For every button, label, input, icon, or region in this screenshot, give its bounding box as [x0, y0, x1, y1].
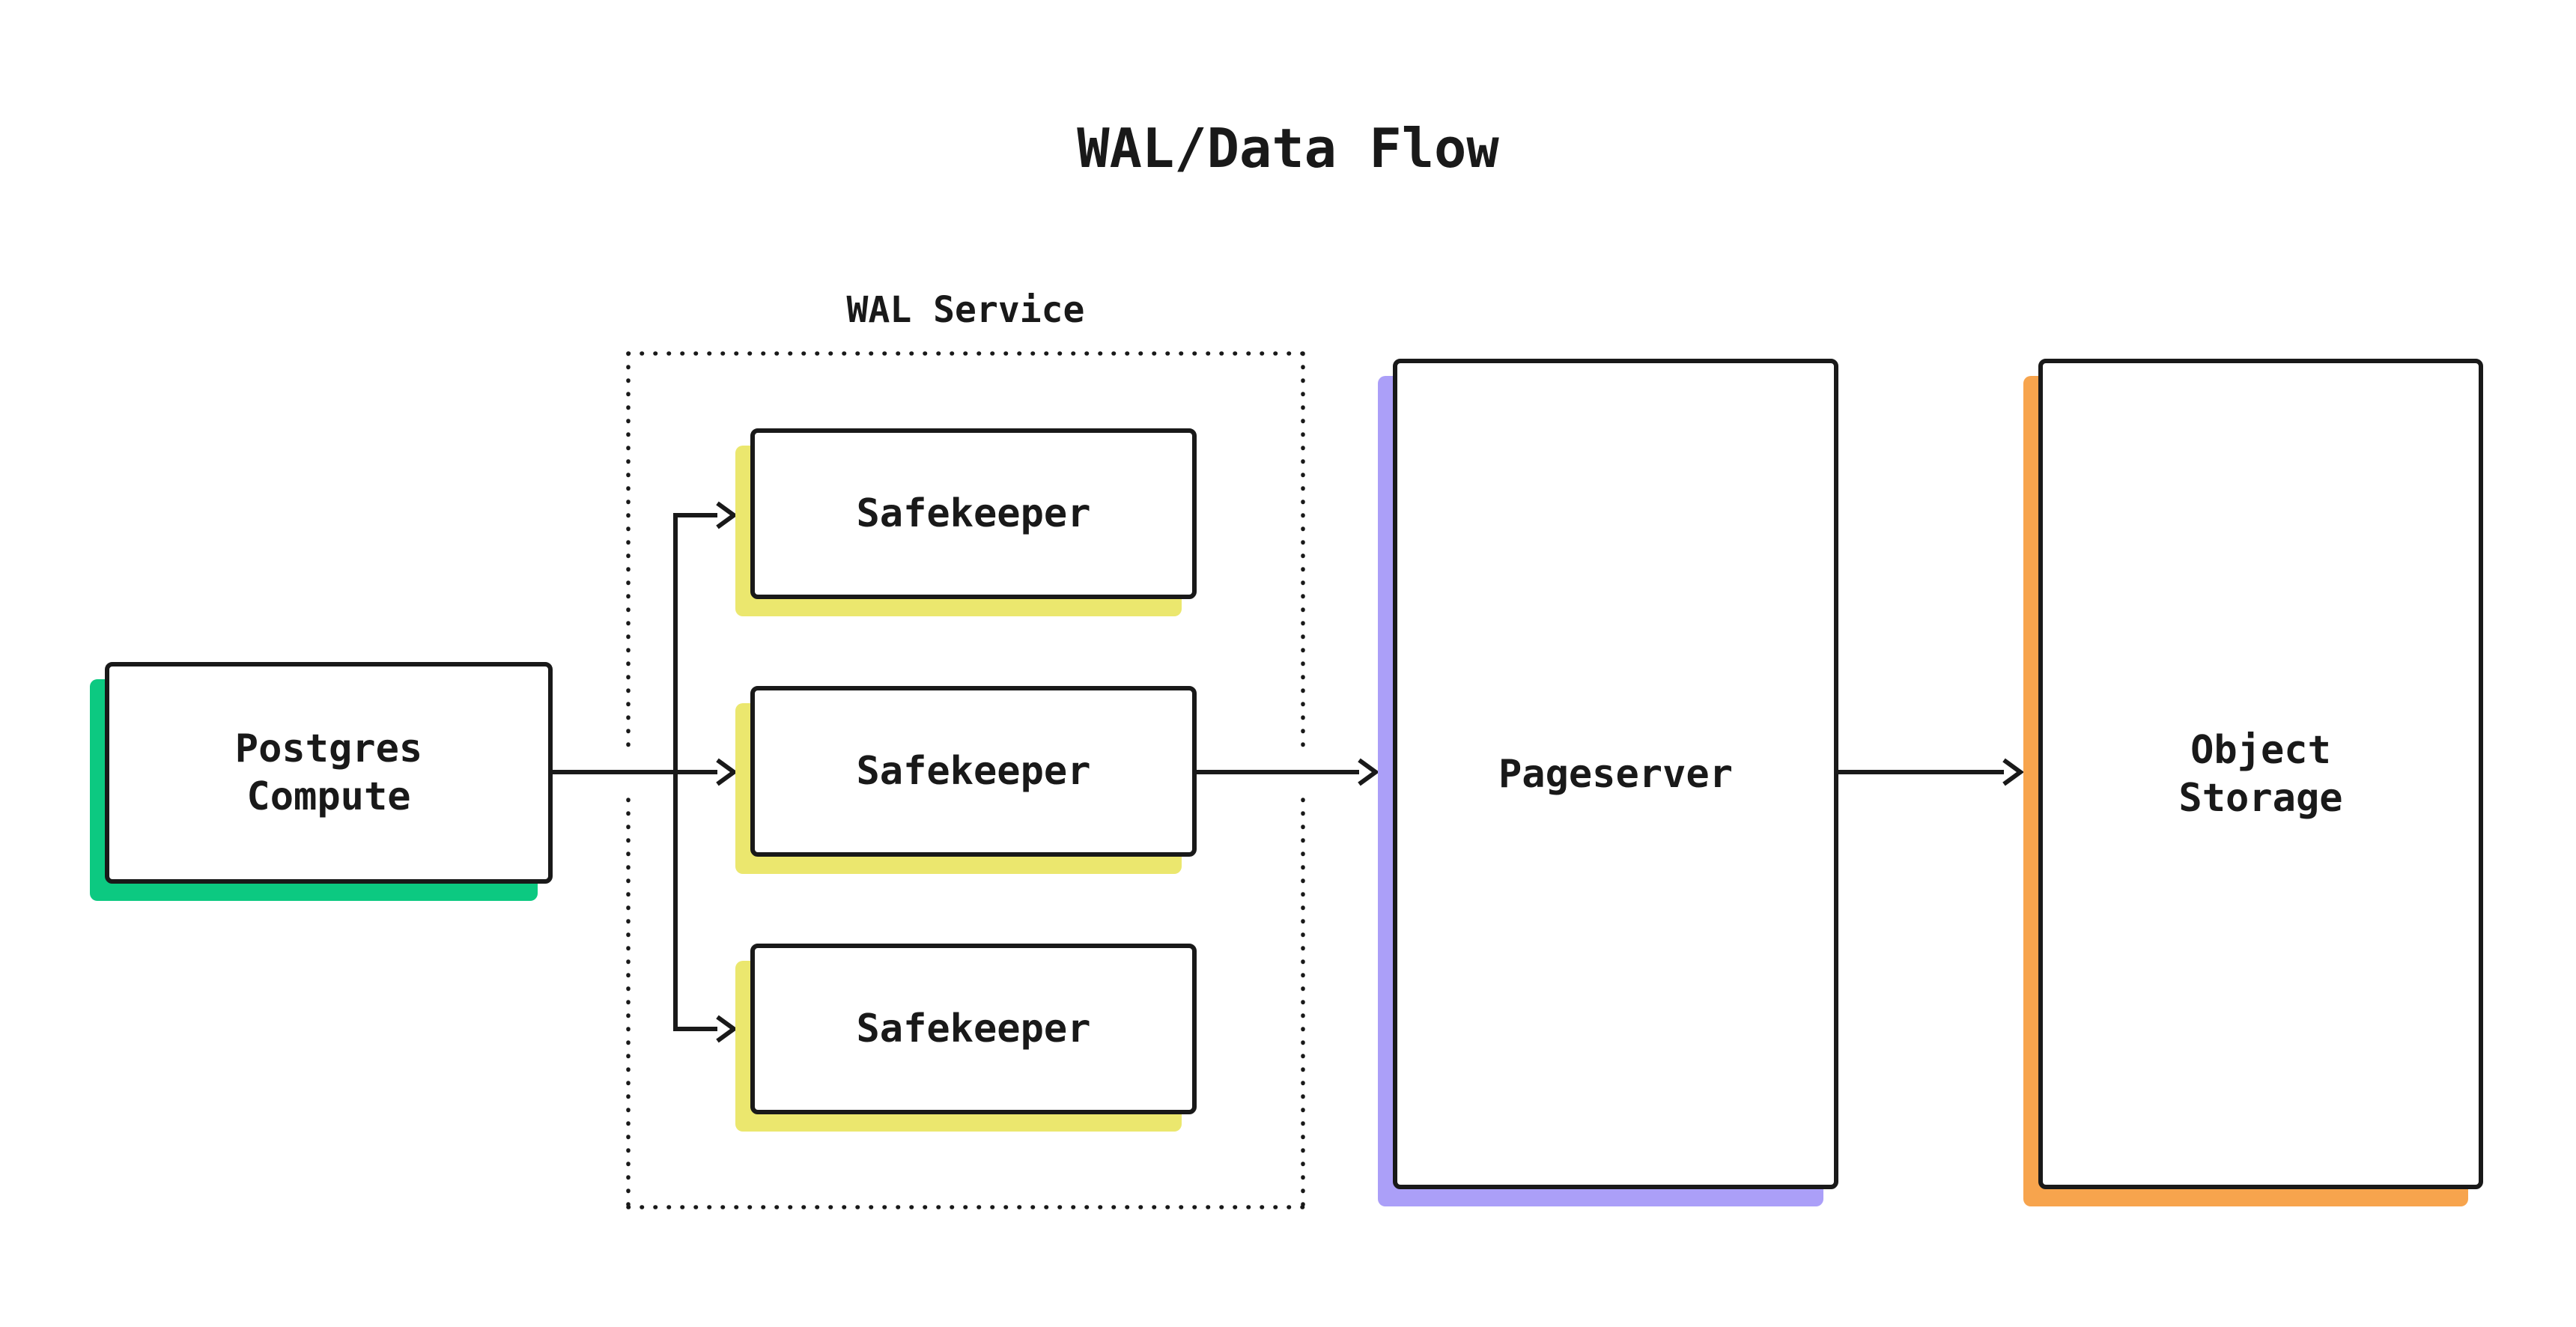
wal-service-label: WAL Service	[846, 289, 1085, 331]
node-pageserver: Pageserver	[1393, 359, 1838, 1189]
node-object-storage: Object Storage	[2038, 359, 2483, 1189]
arrowhead-object-storage	[2002, 758, 2025, 786]
node-safekeeper-3: Safekeeper	[750, 944, 1197, 1114]
node-postgres-compute: Postgres Compute	[105, 662, 553, 884]
wal-service-dotted-border	[626, 351, 1305, 1209]
node-safekeeper-2: Safekeeper	[750, 686, 1197, 857]
node-safekeeper-1: Safekeeper	[750, 428, 1197, 599]
node-pageserver-label: Pageserver	[1498, 751, 1734, 797]
arrowhead-safekeeper-2	[716, 758, 738, 786]
arrow-pageserver-to-object-storage	[1838, 758, 2025, 786]
arrow-safekeeper-to-pageserver	[1197, 758, 1380, 786]
page-title: WAL/Data Flow	[1077, 117, 1499, 180]
node-postgres-compute-label: Postgres Compute	[234, 726, 423, 819]
node-safekeeper-2-label: Safekeeper	[856, 749, 1091, 794]
arrowhead-safekeeper-1	[716, 501, 738, 529]
node-object-storage-label: Object Storage	[2178, 727, 2343, 821]
node-safekeeper-3-label: Safekeeper	[856, 1006, 1091, 1051]
node-safekeeper-1-label: Safekeeper	[856, 491, 1091, 536]
arrowhead-pageserver	[1358, 758, 1380, 786]
arrowhead-safekeeper-3	[716, 1015, 738, 1043]
arrow-postgres-to-safekeepers	[553, 501, 738, 1043]
